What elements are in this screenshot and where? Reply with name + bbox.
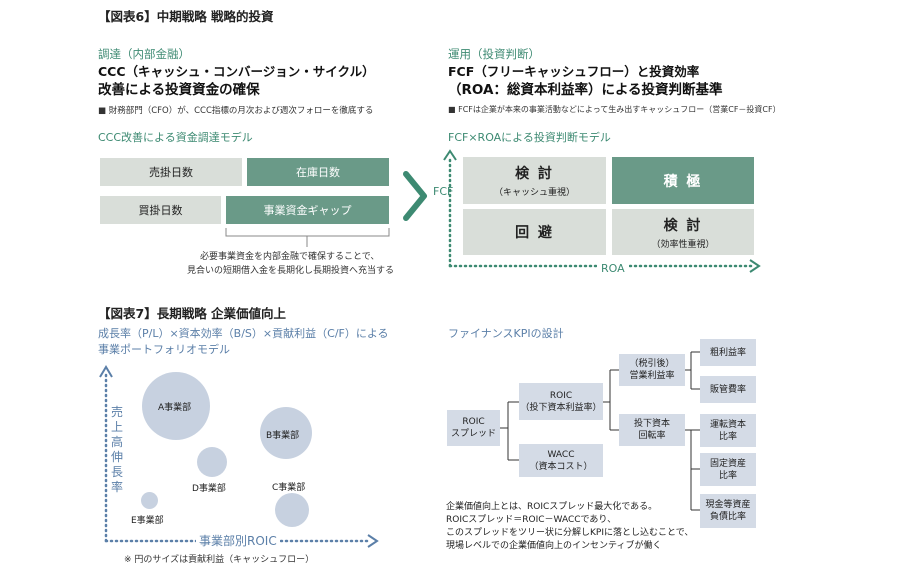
fig6-left-category: 調達（内部金融）	[98, 47, 190, 61]
kpi-desc-4: 現場レベルでの企業価値向上のインセンティブが働く	[446, 541, 662, 551]
kpi-roic-l1: ROIC	[549, 390, 573, 401]
bubble-division-b-label: B事業部	[266, 431, 300, 441]
kpi-fixed-assets-l1: 固定資産	[709, 458, 746, 469]
kpi-design-heading: ファイナンスKPIの設計	[448, 327, 564, 340]
matrix-consider-cash-main: 検 討	[515, 166, 554, 182]
kpi-sga-ratio-label: 販管費率	[709, 384, 746, 395]
matrix-cell-avoid: 回 避	[463, 209, 606, 255]
ccc-caption-1: 必要事業資金を内部金融で確保することで、	[200, 252, 380, 262]
matrix-consider-efficiency-sub: （効率性重視）	[651, 239, 715, 250]
kpi-cash-debt: 現金等資産 負債比率	[700, 494, 756, 528]
kpi-operating-margin: （税引後） 営業利益率	[619, 354, 685, 386]
funding-gap-label: 事業資金ギャップ	[263, 204, 352, 217]
bubble-division-a-label: A事業部	[158, 403, 192, 413]
kpi-capital-turnover-l1: 投下資本	[633, 419, 670, 429]
kpi-working-capital: 運転資本 比率	[700, 414, 756, 447]
kpi-roic-spread-l2: スプレッド	[450, 429, 496, 439]
kpi-roic-spread-l1: ROIC	[462, 417, 485, 427]
kpi-capital-turnover-l2: 回転率	[638, 431, 666, 441]
kpi-operating-margin-l1: （税引後）	[629, 359, 675, 369]
fig6-title: 【図表6】中期戦略 戦略的投資	[98, 9, 274, 24]
kpi-cash-debt-l2: 負債比率	[709, 512, 746, 522]
kpi-cash-debt-l1: 現金等資産	[705, 500, 751, 510]
kpi-working-capital-l2: 比率	[718, 431, 737, 442]
kpi-desc-2: ROICスプレッド＝ROIC－WACCであり、	[446, 515, 617, 525]
ccc-model-title: CCC改善による資金調達モデル	[98, 131, 253, 144]
kpi-roic: ROIC （投下資本利益率）	[519, 383, 603, 420]
kpi-roic-spread: ROIC スプレッド	[447, 410, 500, 446]
growth-axis-label: 売上高伸長率	[110, 405, 123, 494]
kpi-fixed-assets: 固定資産 比率	[700, 453, 756, 486]
payable-days-label: 買掛日数	[138, 204, 183, 217]
kpi-wacc-l1: WACC	[547, 449, 575, 460]
fig7-title: 【図表7】長期戦略 企業価値向上	[98, 306, 287, 321]
portfolio-heading-1: 成長率（P/L）×資本効率（B/S）×貢献利益（C/F）による	[98, 327, 389, 340]
fig6-right-category: 運用（投資判断）	[448, 47, 540, 61]
bubble-division-c	[275, 493, 309, 527]
kpi-operating-margin-l2: 営業利益率	[629, 371, 675, 381]
inventory-days-box: 在庫日数	[247, 158, 389, 186]
roa-axis-arrow-icon	[749, 259, 761, 273]
ccc-caption-2: 見合いの短期借入金を長期化し長期投資へ充当する	[187, 266, 395, 276]
kpi-wacc-l2: （資本コスト）	[529, 461, 593, 472]
chevron-right-icon	[403, 171, 427, 221]
bubble-division-d	[197, 447, 227, 477]
bubble-division-c-label: C事業部	[272, 483, 306, 493]
bubble-division-e	[141, 492, 158, 509]
matrix-avoid-main: 回 避	[515, 225, 554, 241]
kpi-wacc: WACC （資本コスト）	[519, 444, 603, 477]
kpi-sga-ratio: 販管費率	[700, 376, 756, 403]
bubble-division-a	[142, 372, 210, 440]
fig6-left-heading-1: CCC（キャッシュ・コンバージョン・サイクル）	[98, 64, 375, 79]
matrix-cell-aggressive: 積 極	[612, 157, 754, 204]
matrix-consider-cash-sub: （キャッシュ重視）	[493, 188, 575, 198]
roic-axis-arrow-icon	[367, 534, 379, 548]
fcf-axis-arrow-icon	[443, 149, 457, 161]
kpi-capital-turnover: 投下資本 回転率	[619, 414, 685, 446]
kpi-fixed-assets-l2: 比率	[718, 470, 737, 481]
inventory-days-label: 在庫日数	[296, 166, 340, 179]
receivable-days-box: 売掛日数	[100, 158, 242, 186]
payable-days-box: 買掛日数	[100, 196, 221, 224]
kpi-desc-1: 企業価値向上とは、ROICスプレッド最大化である。	[446, 502, 658, 512]
kpi-gross-margin-label: 粗利益率	[709, 347, 746, 358]
matrix-cell-consider-efficiency: 検 討 （効率性重視）	[612, 209, 754, 255]
kpi-desc-3: このスプレッドをツリー状に分解しKPIに落とし込むことで、	[446, 528, 694, 538]
bubble-division-d-label: D事業部	[192, 484, 226, 494]
receivable-days-label: 売掛日数	[149, 166, 193, 179]
portfolio-footnote: ※ 円のサイズは貢献利益（キャッシュフロー）	[124, 555, 315, 565]
fig6-left-heading-2: 改善による投資資金の確保	[98, 82, 260, 98]
roic-axis-label: 事業部別ROIC	[196, 532, 280, 549]
matrix-consider-efficiency-main: 検 討	[663, 217, 703, 234]
kpi-roic-l2: （投下資本利益率）	[520, 402, 602, 413]
matrix-cell-consider-cash: 検 討 （キャッシュ重視）	[463, 157, 606, 204]
funding-gap-box: 事業資金ギャップ	[226, 196, 389, 224]
fig6-right-note: ■ FCFは企業が本来の事業活動などによって生み出すキャッシュフロー（営業CF－…	[448, 105, 781, 114]
fig6-right-heading-1: FCF（フリーキャッシュフロー）と投資効率	[448, 64, 700, 79]
fcf-roa-model-title: FCF×ROAによる投資判断モデル	[448, 131, 611, 144]
matrix-aggressive-main: 積 極	[663, 173, 703, 190]
kpi-working-capital-l1: 運転資本	[709, 419, 746, 430]
kpi-gross-margin: 粗利益率	[700, 339, 756, 366]
bubble-division-e-label: E事業部	[131, 516, 164, 526]
bubble-division-b	[260, 407, 312, 459]
portfolio-heading-2: 事業ポートフォリオモデル	[98, 343, 230, 356]
fig6-right-heading-2: （ROA：総資本利益率）による投資判断基準	[448, 82, 723, 98]
roa-axis-label: ROA	[597, 262, 629, 275]
growth-axis-arrow-icon	[99, 365, 113, 378]
fig6-left-note: ■ 財務部門（CFO）が、CCC指標の月次および週次フォローを徹底する	[98, 106, 374, 116]
